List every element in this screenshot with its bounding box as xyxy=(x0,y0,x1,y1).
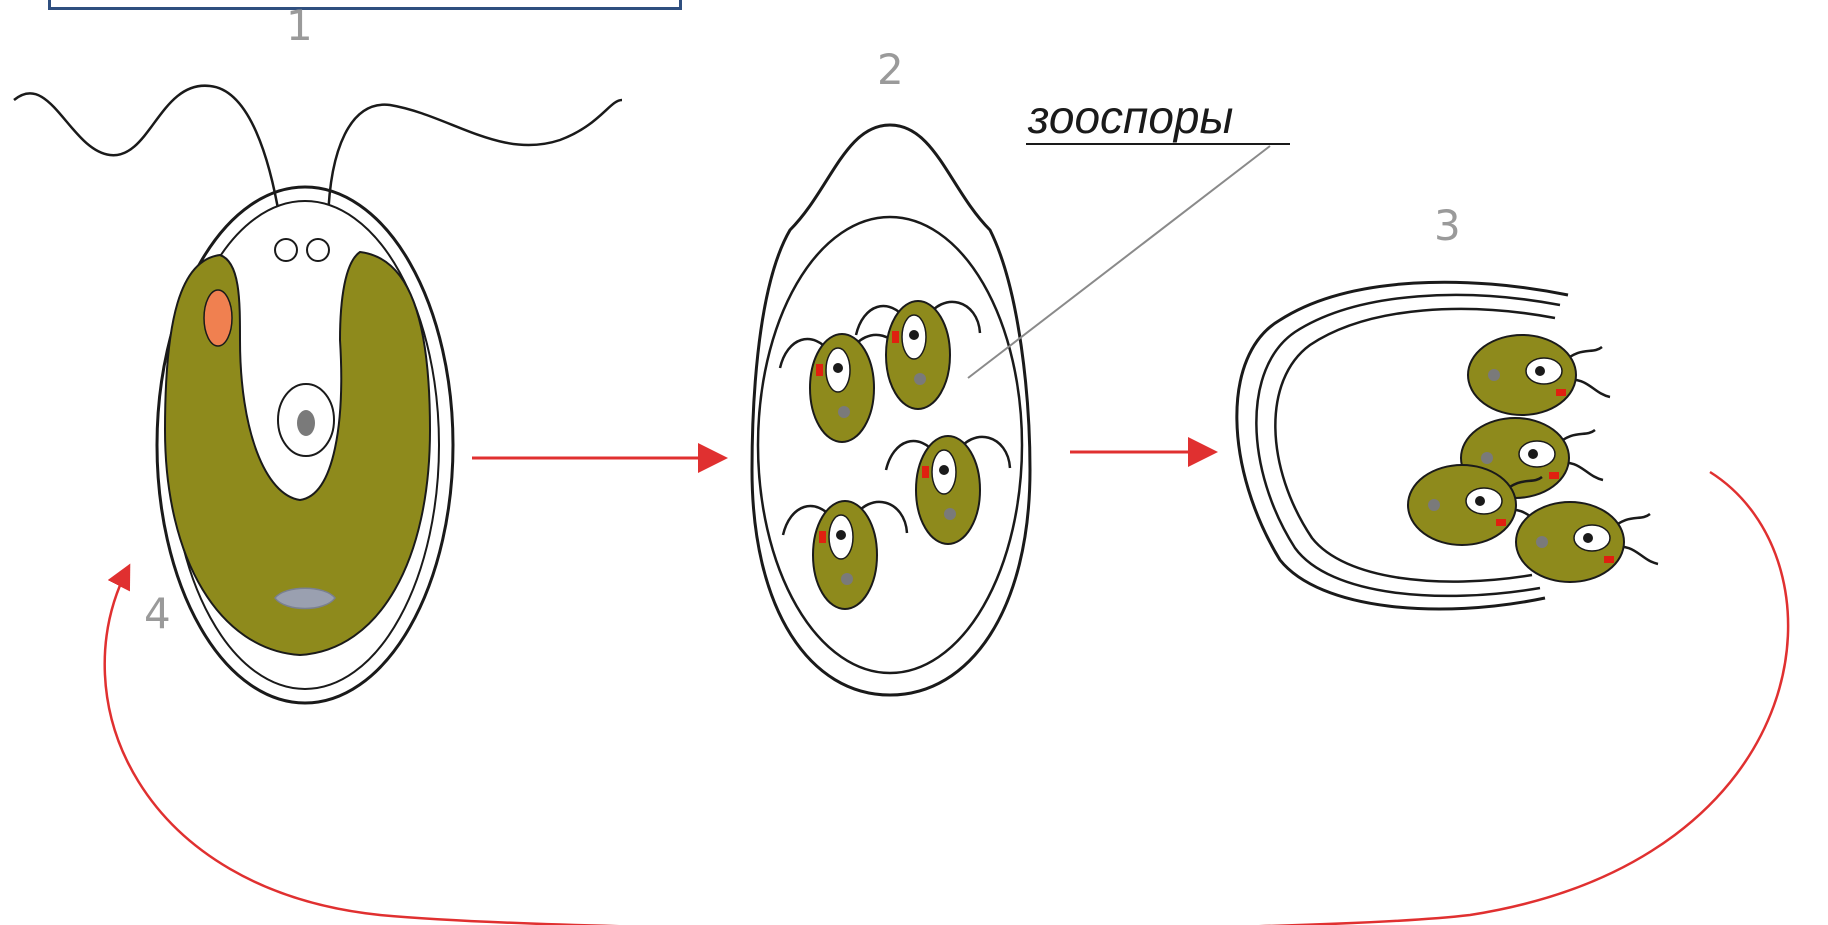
stage-number-4: 4 xyxy=(144,589,171,638)
eyespot xyxy=(204,290,232,346)
stage-1-cell xyxy=(14,86,622,703)
nucleolus xyxy=(297,410,315,436)
flagellum-left xyxy=(14,86,280,220)
contractile-vacuole-right xyxy=(307,239,329,261)
zoospore xyxy=(1516,502,1658,582)
stage-number-3: 3 xyxy=(1434,201,1461,250)
flagellum-right xyxy=(328,100,622,220)
sporangium-wall-inner xyxy=(758,217,1022,673)
stage-number-2: 2 xyxy=(877,45,904,94)
zoospores-label: зооспоры xyxy=(1027,91,1233,143)
stage-number-1: 1 xyxy=(286,1,313,50)
stage-2-sporangium xyxy=(752,125,1030,695)
zoospore xyxy=(783,501,907,609)
contractile-vacuole-left xyxy=(275,239,297,261)
pyrenoid xyxy=(275,588,335,608)
stage-3-release xyxy=(1237,282,1658,609)
zoospores-pointer xyxy=(968,146,1270,378)
zoospore xyxy=(1468,335,1610,415)
zoospore xyxy=(886,436,1010,544)
sporangium-wall-outer xyxy=(752,125,1030,695)
